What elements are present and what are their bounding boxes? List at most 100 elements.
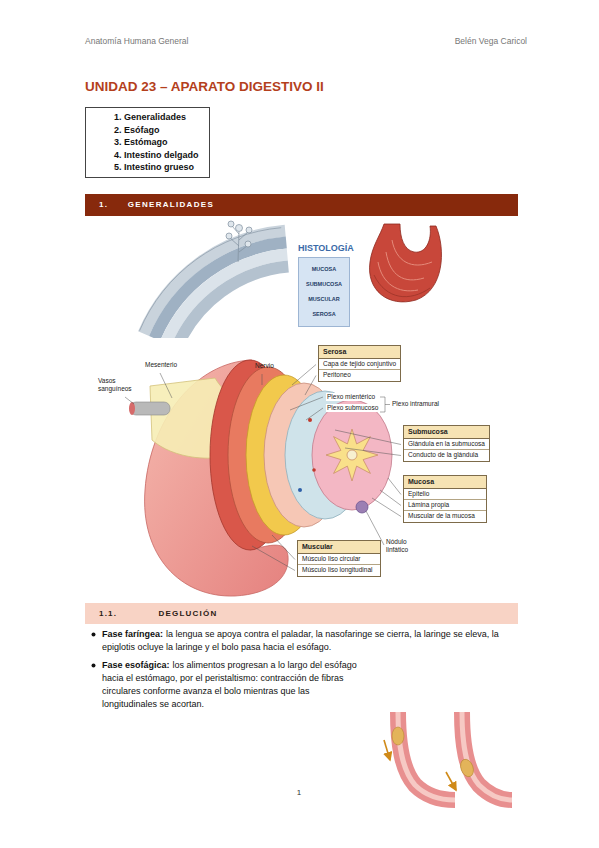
contents-item: 1. Generalidades [114,111,199,124]
illustration-shape [160,373,172,398]
bullet-dot [91,663,96,668]
illustration-shape [228,221,234,227]
illustration-shape [380,397,390,412]
layer-callout: SubmucosaGlándula en la submucosaConduct… [403,425,490,462]
callout-row: Glándula en la submucosa [404,439,489,450]
part-label: Mesenterio [145,361,177,369]
layer-callout: MuscularMúsculo liso circularMúsculo lis… [297,540,381,577]
layer-name: MUCOSA [299,262,349,277]
illustration-shape [347,450,357,460]
illustration-shape [345,448,401,456]
callout-row: Lámina propia [404,500,486,511]
wall-layers [210,360,392,550]
illustration-shape [370,224,442,302]
part-label: Plexo intramural [392,400,439,408]
callout-row: Peritoneo [319,370,400,381]
illustration-shape [308,418,312,422]
page-title: UNIDAD 23 – APARATO DIGESTIVO II [85,79,324,94]
illustration-shape [246,227,252,233]
layer-name: SUBMUCOSA [299,277,349,292]
histology-box: HISTOLOGÍA MUCOSASUBMUCOSAMUSCULARSEROSA [298,243,354,327]
illustration-shape [380,490,401,506]
part-label: Plexo submucoso [326,404,379,412]
bullet-term: Fase esofágica: [102,660,170,670]
illustration-shape [262,374,263,385]
illustration-shape [446,772,456,790]
histology-heading: HISTOLOGÍA [298,243,354,253]
bullet-list: Fase faríngea:la lengua se apoya contra … [88,628,520,716]
callout-row: Capa de tejido conjuntivo [319,359,400,370]
illustration-shape [177,267,289,339]
subsection-band: 1.1. DEGLUCIÓN [85,603,518,624]
contents-item: 2. Esófago [114,124,199,137]
illustration-shape [462,712,512,800]
illustration-shape [372,498,401,517]
running-header: Belén Vega Caricol [327,36,527,46]
illustration-shape [374,275,430,297]
contents-box: 1. Generalidades2. Esófago3. Estómago4. … [85,107,210,178]
illustration-shape [236,225,243,232]
callout-heading: Submucosa [404,426,489,439]
illustration-shape [462,712,512,800]
bullet-item: Fase faríngea:la lengua se apoya contra … [88,628,520,654]
bullet-dot-shape [92,664,96,668]
bullet-dot-shape [92,633,96,637]
part-label: Nódulo linfático [386,538,426,554]
bullet-term: Fase faríngea: [102,629,163,639]
callout-row: Conducto de la glándula [404,450,489,461]
callout-row: Muscular de la mucosa [404,511,486,522]
section-heading: 1.1. DEGLUCIÓN [85,603,518,624]
callout-heading: Mucosa [404,476,486,489]
illustration-shape [306,408,323,420]
callout-row: Epitelio [404,489,486,500]
callout-row: Músculo liso longitudinal [298,565,380,576]
illustration-shape [392,727,404,745]
illustration-shape [129,402,135,415]
page-number: 1 [289,788,309,797]
callout-row: Músculo liso circular [298,554,380,565]
illustration-shape [398,712,455,800]
layer-list-box: MUCOSASUBMUCOSAMUSCULARSEROSA [298,257,350,327]
illustration-shape [392,240,432,265]
part-label: Vasos sanguíneos [98,377,142,393]
illustration-shape [290,397,323,410]
layer-name: SEROSA [299,307,349,322]
illustration-shape [130,402,170,415]
illustration-shape [398,712,455,800]
contents-item: 5. Intestino grueso [114,161,199,174]
layer-callout: SerosaCapa de tejido conjuntivoPeritoneo [318,345,401,382]
illustration-shape [305,376,316,396]
illustration-shape [298,488,302,492]
wall-section-figure [140,228,289,338]
illustration-shape [458,757,475,778]
running-header: Anatomía Humana General [85,36,188,46]
gland-figure [226,221,252,262]
bullet-dot [91,632,96,637]
stomach-figure [370,224,442,302]
callout-heading: Serosa [319,346,400,359]
illustration-shape [252,546,295,571]
illustration-shape [312,468,316,472]
esophagus-figure [384,712,512,800]
part-label: Plexo mientérico [326,393,376,401]
illustration-shape [386,252,424,280]
bullet-item: Fase esofágica:los alimentos progresan a… [88,659,364,711]
illustration-shape [312,400,392,510]
blood-vessels [129,402,170,415]
illustration-shape [245,241,251,247]
callout-heading: Muscular [298,541,380,554]
illustration-shape [272,535,295,560]
illustration-shape [388,478,401,495]
layer-callout: MucosaEpitelioLámina propiaMuscular de l… [403,475,487,523]
illustration-shape [125,397,134,404]
section-heading: 1. GENERALIDADES [85,194,518,216]
illustration-shape [335,430,401,445]
illustration-shape [140,228,282,331]
contents-item: 3. Estómago [114,136,199,149]
illustration-shape [384,740,390,760]
section-band: 1. GENERALIDADES [85,194,518,216]
